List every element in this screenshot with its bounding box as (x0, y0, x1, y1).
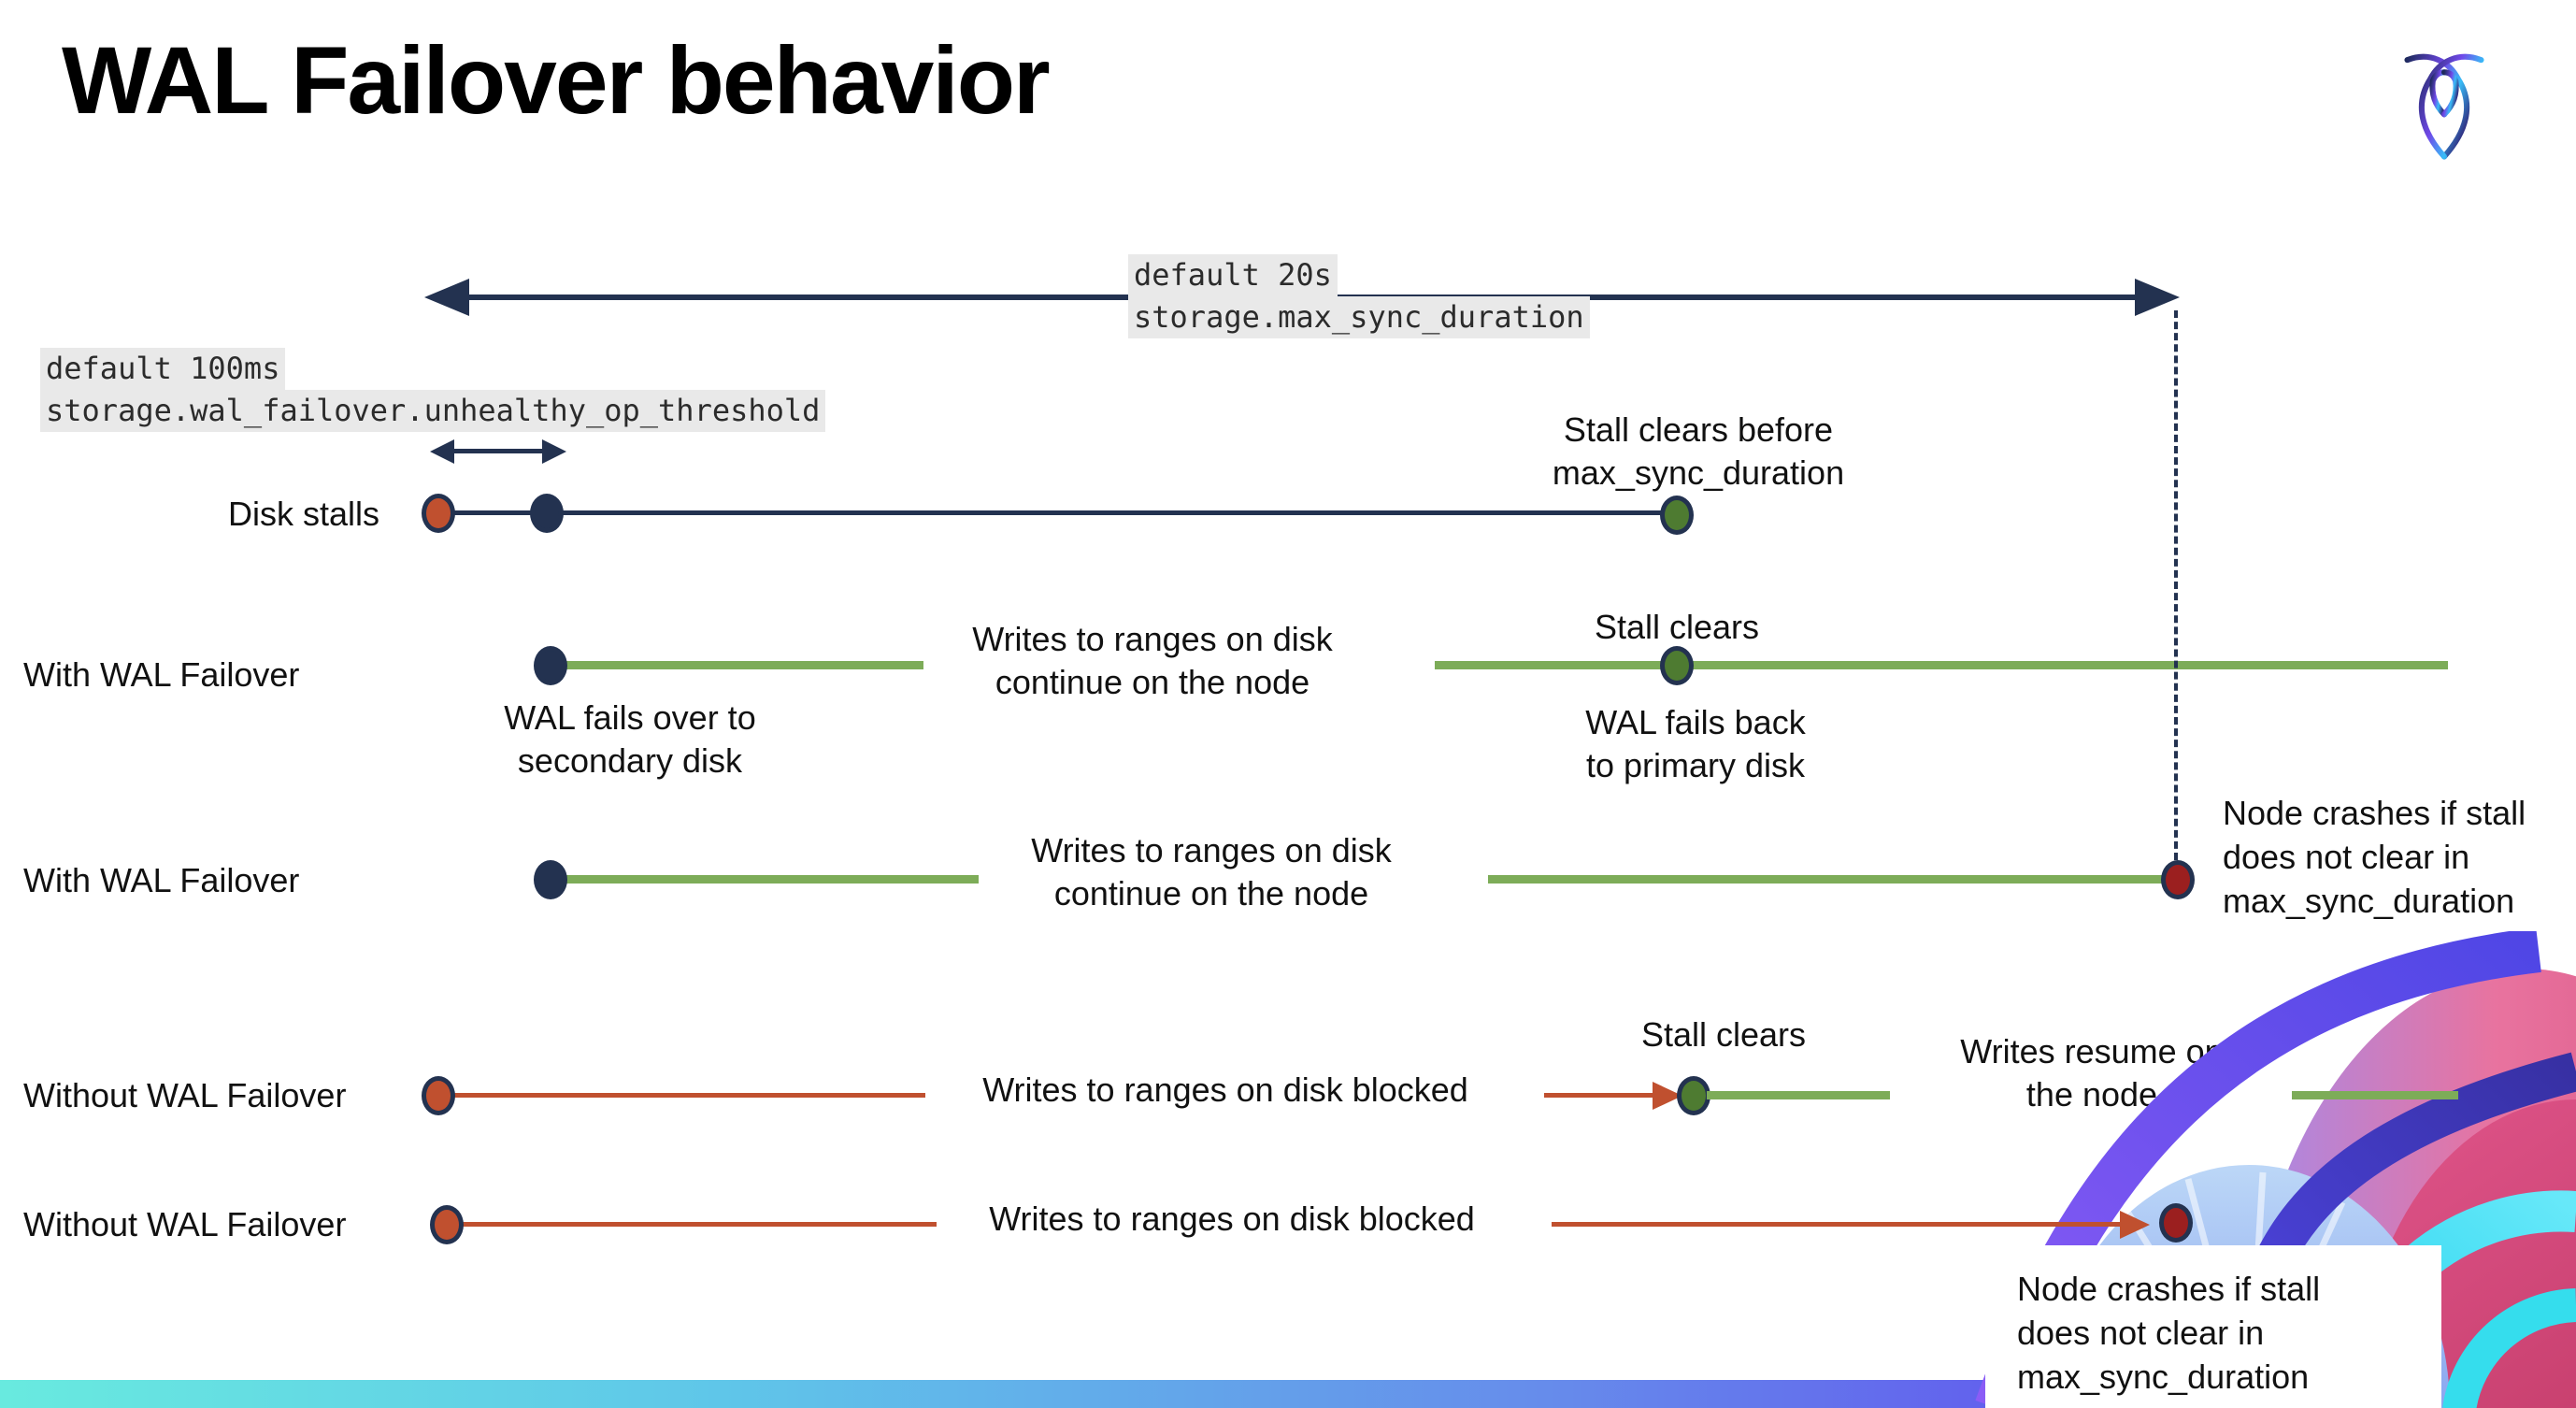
stall-clears-dot-2 (1677, 1076, 1710, 1115)
without-failover-crash-line-a (458, 1222, 937, 1227)
writes-continue-note-2: Writes to ranges on disk continue on the… (1031, 831, 1392, 912)
max-sync-default-chip: default 20s (1128, 254, 1338, 296)
node-crashes-note-1: Node crashes if stall does not clear in … (2223, 794, 2526, 920)
wal-fails-over-note: WAL fails over to secondary disk (504, 698, 756, 780)
row-label-with-wal-failover-2: With WAL Failover (23, 861, 300, 899)
threshold-arrow-left-head-icon (430, 439, 454, 464)
stall-clears-before-note: Stall clears before max_sync_duration (1552, 410, 1845, 492)
failback-dot (1660, 646, 1694, 685)
max-sync-deadline-dashed-line (2174, 310, 2178, 860)
unhealthy-op-threshold-label: default 100ms storage.wal_failover.unhea… (40, 348, 826, 432)
max-sync-duration-label: default 20s storage.max_sync_duration (1128, 254, 1590, 338)
max-sync-arrow-right-head-icon (2135, 279, 2180, 316)
without-failover-blocked-line-b (1544, 1093, 1653, 1098)
node-crash-dot-1 (2161, 860, 2195, 899)
cockroachdb-logo-icon (2404, 53, 2484, 160)
row-label-disk-stalls: Disk stalls (228, 495, 380, 533)
disk-stall-start-dot-3 (430, 1205, 464, 1244)
failover-dot (534, 646, 567, 685)
stall-clears-label-2: Stall clears (1640, 1015, 1807, 1054)
disk-stall-start-dot (422, 494, 455, 533)
failover-dot-2 (534, 860, 567, 899)
with-failover-crash-line-b (1488, 875, 2167, 884)
threshold-default-chip: default 100ms (40, 348, 286, 390)
threshold-arrow-right-head-icon (542, 439, 566, 464)
node-crashes-note-2: Node crashes if stall does not clear in … (2017, 1270, 2321, 1396)
with-failover-line-b (1435, 661, 2448, 669)
row-label-with-wal-failover-1: With WAL Failover (23, 655, 300, 694)
blocked-arrow-head-icon-2 (2120, 1211, 2150, 1239)
stall-clears-dot (1660, 496, 1694, 535)
row-label-without-wal-failover-1: Without WAL Failover (23, 1076, 347, 1114)
threshold-arrow-line (452, 449, 546, 453)
max-sync-setting-chip: storage.max_sync_duration (1128, 296, 1590, 338)
row-label-without-wal-failover-2: Without WAL Failover (23, 1205, 347, 1243)
cyan-arc-small (2442, 1288, 2576, 1408)
max-sync-arrow-left-head-icon (424, 279, 469, 316)
without-failover-blocked-line-a (451, 1093, 925, 1098)
wal-fails-back-note: WAL fails back to primary disk (1585, 703, 1806, 784)
page-title: WAL Failover behavior (62, 27, 1051, 134)
writes-blocked-note-2: Writes to ranges on disk blocked (989, 1200, 1475, 1238)
disk-stalls-timeline-line (438, 510, 1677, 515)
with-failover-line-a (563, 661, 923, 669)
without-failover-crash-line-b (1552, 1222, 2120, 1227)
node-crashes-note-box: Node crashes if stall does not clear in … (1985, 1245, 2441, 1408)
stall-clears-label-1: Stall clears (1594, 608, 1760, 646)
node-crash-dot-2 (2159, 1203, 2193, 1243)
writes-blocked-note-1: Writes to ranges on disk blocked (982, 1070, 1468, 1109)
writes-continue-note-1: Writes to ranges on disk continue on the… (972, 620, 1333, 701)
writes-resume-line-b (2292, 1091, 2458, 1099)
threshold-reached-dot (530, 494, 564, 533)
threshold-setting-chip: storage.wal_failover.unhealthy_op_thresh… (40, 390, 826, 432)
writes-resume-line-a (1707, 1091, 1890, 1099)
disk-stall-start-dot-2 (422, 1076, 455, 1115)
with-failover-crash-line-a (563, 875, 979, 884)
